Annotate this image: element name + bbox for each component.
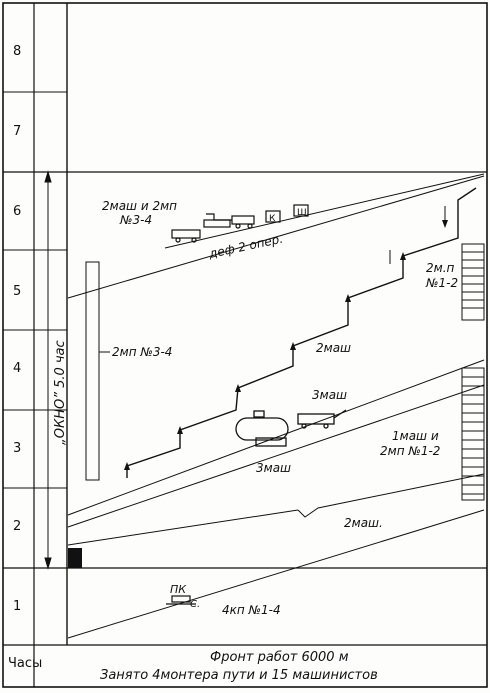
hour-6: 6 [13, 204, 21, 219]
mp-1-2-label-a: 2м.п [426, 261, 455, 275]
hour-5: 5 [13, 284, 21, 299]
pk-label: ПК [170, 583, 187, 596]
mash3-bottom-label: 3маш [256, 461, 291, 475]
pk-machine [166, 595, 196, 605]
mash3-top-label: 3маш [312, 388, 347, 402]
mp-1-2-label-b: №1-2 [425, 276, 458, 290]
hour-labels: 8 7 6 5 4 3 2 1 [13, 44, 21, 614]
mash-staircase-label: 2маш [316, 341, 351, 355]
top-train-label: 2маш и 2мп [102, 199, 177, 213]
mash1-label-a: 1маш и [392, 429, 439, 443]
k-box-label: К [269, 214, 276, 224]
hour-7: 7 [13, 124, 21, 139]
top-train [171, 204, 309, 243]
hour-3: 3 [13, 441, 21, 456]
labels: 2маш и 2мп №3-4 деф 2 опер. 2мп №3-4 2м.… [102, 199, 458, 617]
pk-sub-label: С. [190, 599, 200, 610]
hour-8: 8 [13, 44, 21, 59]
staircase-down-ticks [389, 206, 446, 264]
window-label: „ОКНО” 5.0 час [53, 340, 68, 445]
mp-3-4-label: 2мп №3-4 [112, 345, 172, 359]
mp-3-4-bar [85, 261, 100, 481]
hour-2: 2 [13, 519, 21, 534]
mash1-label-b: 2мп №1-2 [380, 444, 440, 458]
top-train-num: №3-4 [119, 213, 152, 227]
window-arrow [44, 170, 52, 570]
sh-box-label: Ш [297, 208, 307, 218]
footer-line2: Занято 4монтера пути и 15 машинистов [100, 668, 378, 683]
mp-1-2-hatch [461, 243, 485, 321]
tanker-train [235, 409, 347, 447]
staircase-arrows [124, 220, 448, 470]
hours-header: Часы [8, 656, 42, 671]
hour-1: 1 [13, 599, 21, 614]
kp-label: 4кп №1-4 [222, 603, 281, 617]
hour-4: 4 [13, 361, 21, 376]
mash1-hatch [461, 367, 485, 501]
mash2-label: 2маш. [344, 516, 383, 530]
start-block [68, 548, 82, 568]
footer-line1: Фронт работ 6000 м [210, 650, 349, 665]
